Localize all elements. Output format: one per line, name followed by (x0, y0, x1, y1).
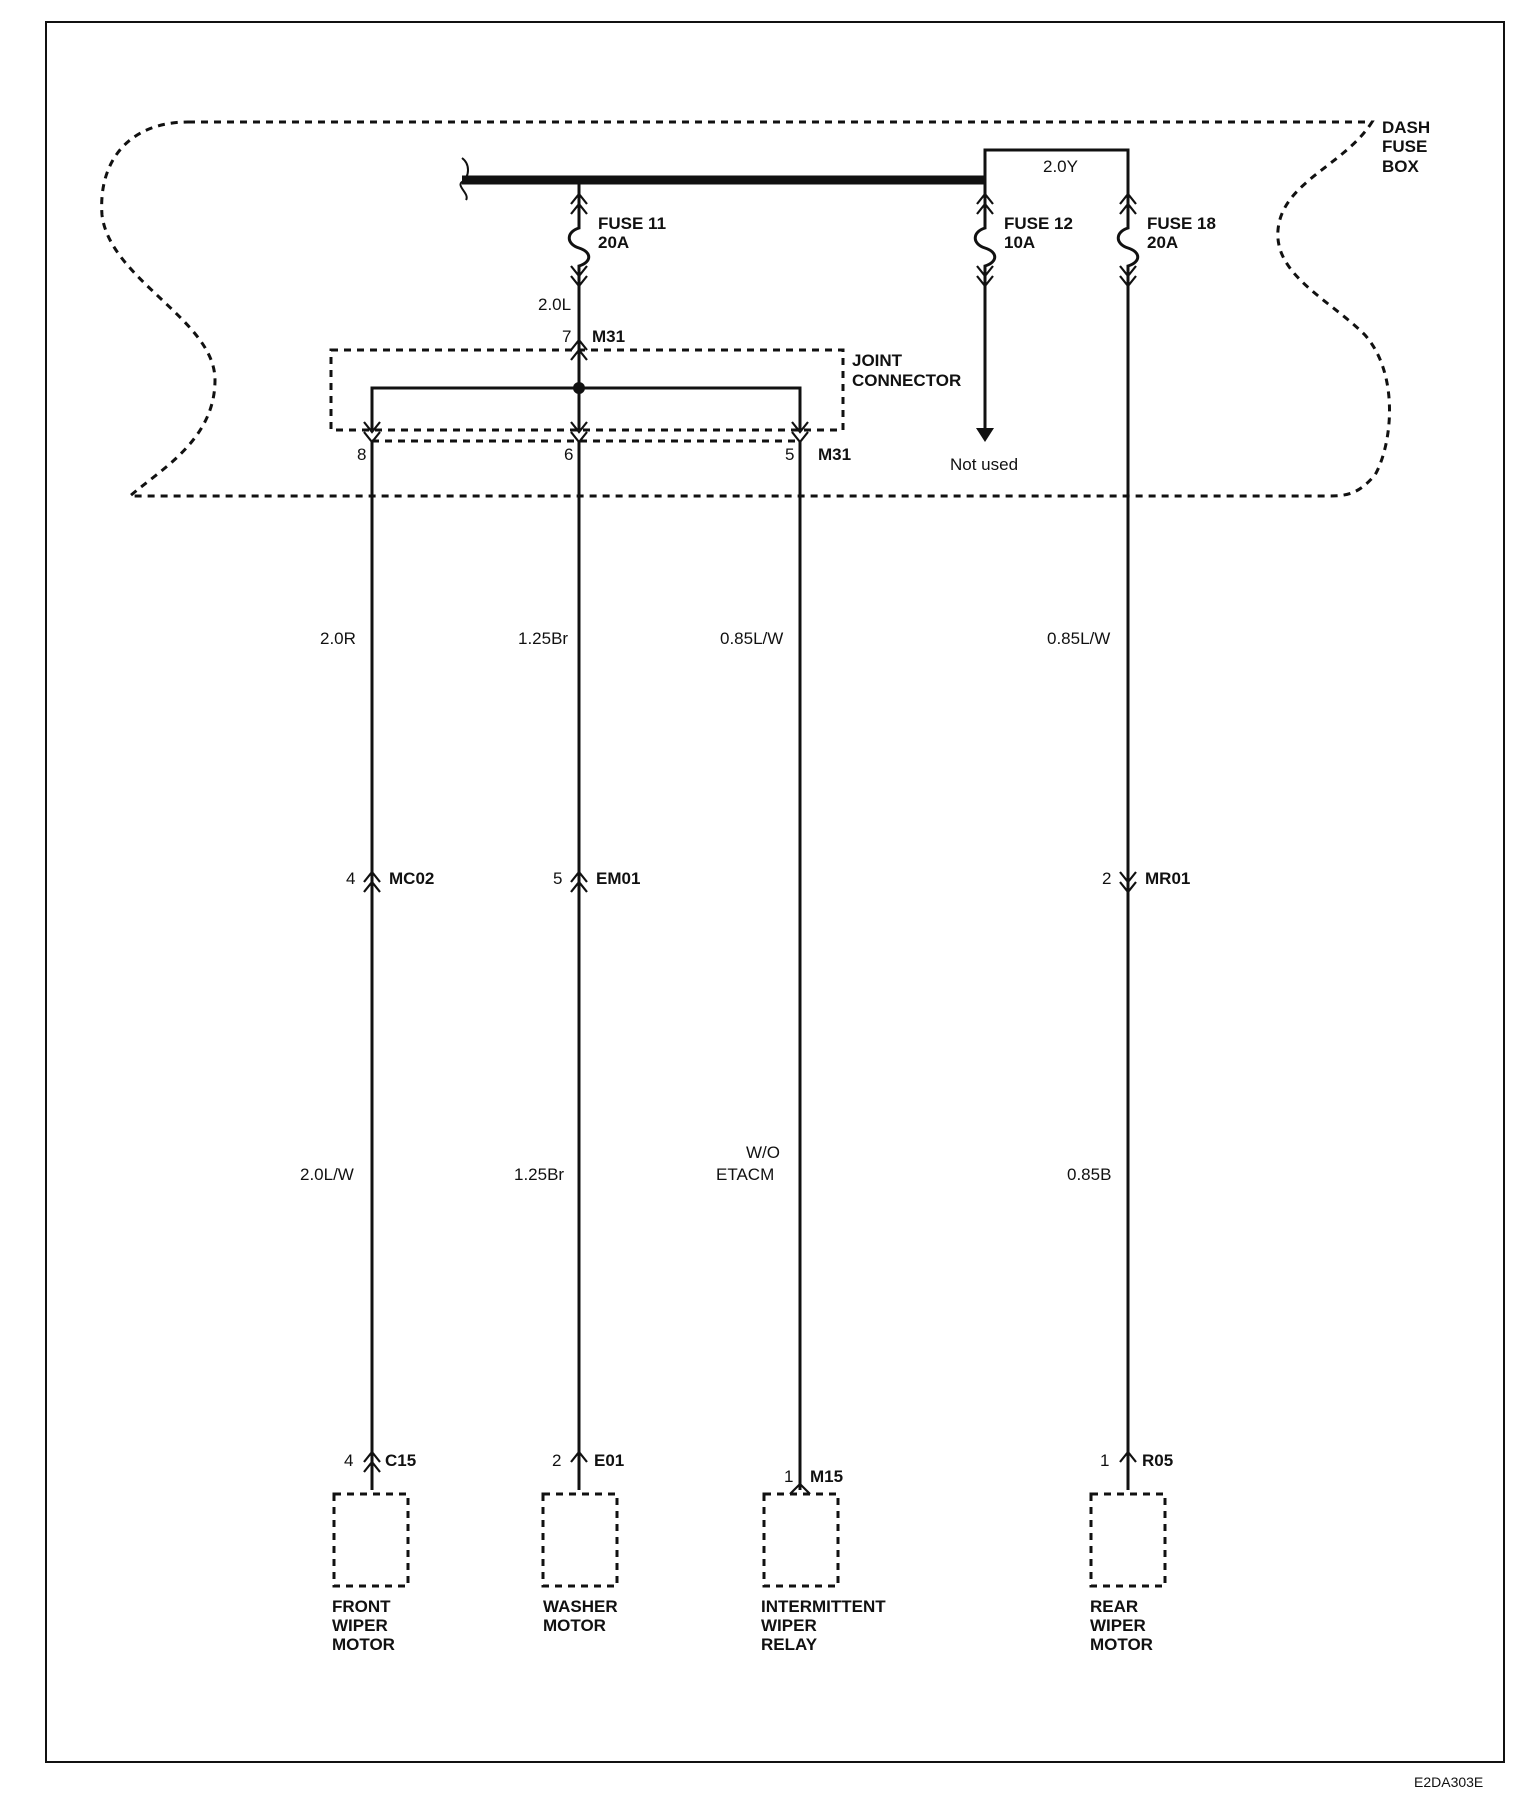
svg-text:5: 5 (553, 869, 562, 888)
svg-text:4: 4 (344, 1451, 353, 1470)
svg-text:FUSE: FUSE (1382, 137, 1427, 156)
top-link-label: 2.0Y (1043, 157, 1078, 176)
svg-text:1: 1 (784, 1467, 793, 1486)
front-lower-wire-label: 2.0L/W (300, 1165, 354, 1184)
svg-text:MOTOR: MOTOR (332, 1635, 395, 1654)
fuse-12-name: FUSE 12 (1004, 214, 1073, 233)
svg-text:INTERMITTENT: INTERMITTENT (761, 1597, 886, 1616)
svg-text:E01: E01 (594, 1451, 624, 1470)
joint-out-pin-front: 8 (357, 445, 366, 464)
svg-text:WIPER: WIPER (761, 1616, 817, 1635)
svg-text:MOTOR: MOTOR (543, 1616, 606, 1635)
intermittent-wiper-relay-label: INTERMITTENT WIPER RELAY (761, 1597, 886, 1654)
fuse-11-name: FUSE 11 (598, 214, 666, 233)
washer-upper-wire-label: 1.25Br (518, 629, 568, 648)
svg-text:ETACM: ETACM (716, 1165, 774, 1184)
fuse-18: FUSE 18 20A (1116, 180, 1216, 288)
intermittent-wiper-relay-box (762, 1492, 840, 1588)
not-used-arrow (976, 428, 994, 442)
front-wiper-motor-box (332, 1492, 410, 1588)
svg-text:C15: C15 (385, 1451, 416, 1470)
svg-text:RELAY: RELAY (761, 1635, 818, 1654)
rear-wiper-motor-box (1089, 1492, 1167, 1588)
fuse-11-rating: 20A (598, 233, 629, 252)
joint-connector (329, 348, 845, 444)
joint-input-id: M31 (592, 327, 625, 346)
diagram-frame (45, 21, 1505, 1763)
joint-out-pin-relay: 5 (785, 445, 794, 464)
not-used-label: Not used (950, 455, 1018, 474)
relay-note: W/O ETACM (716, 1143, 780, 1184)
svg-text:M15: M15 (810, 1467, 843, 1486)
joint-input-pin: 7 (562, 327, 571, 346)
joint-out-pin-washer: 6 (564, 445, 573, 464)
fuse-18-name: FUSE 18 (1147, 214, 1216, 233)
feed-wire-label: 2.0L (538, 295, 571, 314)
svg-text:WASHER: WASHER (543, 1597, 618, 1616)
front-wiper-motor-connector: 4 C15 (344, 1450, 416, 1473)
svg-text:R05: R05 (1142, 1451, 1173, 1470)
svg-text:MC02: MC02 (389, 869, 434, 888)
svg-text:2: 2 (552, 1451, 561, 1470)
svg-text:CONNECTOR: CONNECTOR (852, 371, 961, 390)
washer-lower-wire-label: 1.25Br (514, 1165, 564, 1184)
front-wiper-motor-label: FRONT WIPER MOTOR (332, 1597, 395, 1654)
washer-motor-connector: 2 E01 (552, 1450, 624, 1470)
top-link-wire (983, 148, 1130, 180)
svg-text:2: 2 (1102, 869, 1111, 888)
rear-lower-wire-label: 0.85B (1067, 1165, 1111, 1184)
svg-text:FRONT: FRONT (332, 1597, 391, 1616)
svg-text:4: 4 (346, 869, 355, 888)
diagram-code: E2DA303E (1414, 1774, 1483, 1790)
svg-text:WIPER: WIPER (1090, 1616, 1146, 1635)
dash-fuse-box-outline (100, 120, 1391, 498)
relay-upper-wire-label: 0.85L/W (720, 629, 783, 648)
rear-wiper-motor-label: REAR WIPER MOTOR (1090, 1597, 1153, 1654)
svg-text:MOTOR: MOTOR (1090, 1635, 1153, 1654)
intermittent-wiper-relay-connector: 1 M15 (784, 1467, 843, 1495)
dash-fuse-box-label: DASH FUSE BOX (1382, 118, 1430, 176)
fuse-12-rating: 10A (1004, 233, 1035, 252)
joint-out-id: M31 (818, 445, 851, 464)
washer-motor-label: WASHER MOTOR (543, 1597, 618, 1635)
fuse-18-rating: 20A (1147, 233, 1178, 252)
rear-upper-wire-label: 0.85L/W (1047, 629, 1110, 648)
svg-text:BOX: BOX (1382, 157, 1420, 176)
inline-connector-mc02: 4 MC02 (346, 869, 434, 893)
fuse-11: FUSE 11 20A (567, 180, 666, 288)
rear-wiper-motor-connector: 1 R05 (1100, 1450, 1173, 1470)
svg-text:1: 1 (1100, 1451, 1109, 1470)
washer-motor-box (541, 1492, 619, 1588)
svg-text:JOINT: JOINT (852, 351, 903, 370)
inline-connector-mr01: 2 MR01 (1102, 869, 1190, 894)
svg-text:DASH: DASH (1382, 118, 1430, 137)
front-upper-wire-label: 2.0R (320, 629, 356, 648)
svg-text:MR01: MR01 (1145, 869, 1190, 888)
inline-connector-em01: 5 EM01 (553, 869, 640, 893)
svg-text:W/O: W/O (746, 1143, 780, 1162)
svg-text:REAR: REAR (1090, 1597, 1138, 1616)
svg-text:WIPER: WIPER (332, 1616, 388, 1635)
fuse-12: FUSE 12 10A (973, 180, 1073, 442)
joint-connector-label: JOINT CONNECTOR (852, 351, 961, 390)
svg-text:EM01: EM01 (596, 869, 640, 888)
